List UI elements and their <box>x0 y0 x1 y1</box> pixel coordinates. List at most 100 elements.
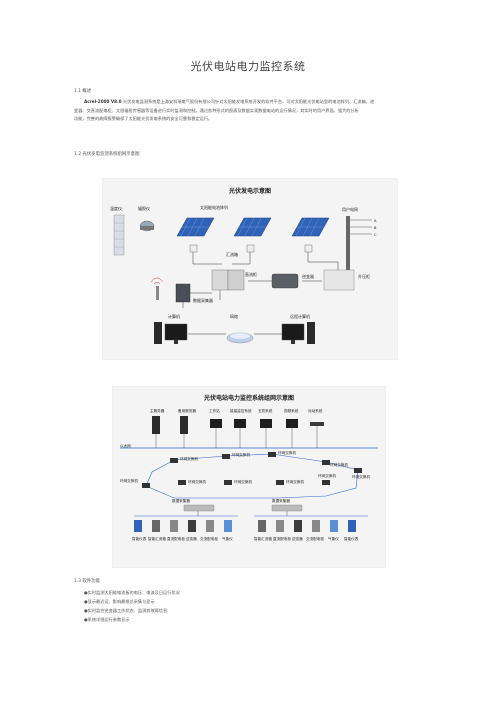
page-title: 光伏电站电力监控系统 <box>190 60 306 73</box>
switch-icon <box>322 480 330 485</box>
radiation-label: 辐照仪 <box>138 205 150 211</box>
panels-label: 太阳能电池阵列 <box>200 204 228 210</box>
monitoring-network-diagram: 光伏电站电力监控系统组网示意图 主服务器 备用服务器 工作站 能量监控系统 五防… <box>112 386 386 568</box>
overview-line-2: 变器、交直流配电柜、太阳辐射传感器等设备进行实时监测和控制。通过各种形式的图表及… <box>74 107 359 113</box>
device-icons-right <box>258 520 356 532</box>
function-item: ●实时监控逆变器工作状态、监测其故障信息 <box>84 608 168 613</box>
svg-text:视频系统: 视频系统 <box>284 408 299 413</box>
combiner-box-icon <box>189 244 198 253</box>
workstation-icon <box>210 419 222 428</box>
workstation-icon <box>260 419 272 428</box>
switch-icon <box>354 468 362 473</box>
overview-line-1: 光伏发电监测系统是上海安科瑞电气股份有限公司针对太阳能发电系统开发的软件平台，可… <box>121 99 375 104</box>
svg-text:环网交换机: 环网交换机 <box>120 478 138 483</box>
solar-panel-icon <box>291 217 330 237</box>
svg-text:数据采集器: 数据采集器 <box>272 498 290 503</box>
svg-text:C: C <box>374 233 377 237</box>
modem-icon <box>310 422 324 426</box>
svg-text:A: A <box>374 219 377 223</box>
router-icon <box>226 332 254 344</box>
server-icon <box>152 416 160 434</box>
combiner-box-icon <box>304 244 313 253</box>
svg-text:交流配电柜: 交流配电柜 <box>306 536 324 541</box>
svg-text:环网交换机: 环网交换机 <box>318 473 336 478</box>
svg-text:环网交换机: 环网交换机 <box>180 456 198 461</box>
svg-text:数据采集器: 数据采集器 <box>172 498 190 503</box>
solar-panel-icon <box>176 217 215 237</box>
computer-label: 计算机 <box>168 313 180 319</box>
function-item: ●系统详细运行参数显示 <box>84 617 130 622</box>
overview-line-3: 功能，完善的故障报警确保了太阳能光伏发电系统的安全可靠和稳定运行。 <box>74 116 213 122</box>
dc-cabinet-icon <box>211 269 245 291</box>
svg-text:环网交换机: 环网交换机 <box>234 479 252 484</box>
svg-text:五防系统: 五防系统 <box>258 408 273 413</box>
svg-text:远动系统: 远动系统 <box>308 408 323 413</box>
svg-text:备用服务器: 备用服务器 <box>178 408 196 413</box>
dc-cabinet-label: 直流柜 <box>245 271 257 277</box>
svg-text:主服务器: 主服务器 <box>150 408 165 413</box>
switch-icon <box>170 458 178 463</box>
svg-text:智能汇流箱: 智能汇流箱 <box>254 536 272 541</box>
switch-icon <box>276 480 284 485</box>
inverter-label: 逆变器 <box>302 273 314 279</box>
switch-icon <box>322 460 330 465</box>
switch-icon <box>268 452 276 457</box>
transformer-icon <box>323 269 355 291</box>
section-heading-functions: 1.3 软件功能 <box>74 579 100 584</box>
svg-text:直流配电柜: 直流配电柜 <box>273 536 291 541</box>
weather-station-icon <box>113 214 125 256</box>
svg-text:智能仪表: 智能仪表 <box>344 536 359 541</box>
switch-icon <box>224 480 232 485</box>
collector-icon <box>271 504 303 512</box>
remote-computer-label: 远程计算机 <box>290 313 310 319</box>
function-item: ●显示最近运、影响最根总采集与显示 <box>84 599 155 604</box>
svg-text:环网交换机: 环网交换机 <box>188 479 206 484</box>
section-heading-overview: 1.1 概述 <box>74 89 92 94</box>
function-item: ●实时监测太阳能电池板的电压、电流及日运行状况 <box>84 590 180 595</box>
svg-text:能量监控系统: 能量监控系统 <box>230 408 252 413</box>
svg-text:逆变器: 逆变器 <box>292 536 303 541</box>
switch-icon <box>142 483 150 488</box>
collector-icon <box>183 504 215 512</box>
inverter-icon <box>271 273 299 289</box>
svg-text:交流配电柜: 交流配电柜 <box>200 536 218 541</box>
grid-pole-icon <box>346 216 350 272</box>
svg-text:环网交换机: 环网交换机 <box>330 462 348 467</box>
svg-text:气象仪: 气象仪 <box>328 536 339 541</box>
svg-text:B: B <box>374 226 377 230</box>
svg-text:环网交换机: 环网交换机 <box>232 452 250 457</box>
fig1-title: 光伏发电示意图 <box>228 187 271 195</box>
svg-text:直流配电柜: 直流配电柜 <box>167 536 185 541</box>
server-icon <box>180 416 188 434</box>
section-heading-diagram: 1.2 光伏发电监测系统组网示意图 <box>74 152 140 157</box>
combiner-box-icon <box>246 244 255 253</box>
svg-text:逆变器: 逆变器 <box>186 536 197 541</box>
svg-text:智能汇流箱: 智能汇流箱 <box>148 536 166 541</box>
remote-computer-icon <box>281 322 315 344</box>
radiation-sensor-icon <box>139 220 155 232</box>
switch-icon <box>178 480 186 485</box>
collector-label: 数据采集器 <box>193 297 213 303</box>
workstation-icon <box>234 419 246 428</box>
svg-text:环网交换机: 环网交换机 <box>278 450 296 455</box>
svg-text:环网交换机: 环网交换机 <box>352 474 370 479</box>
svg-text:气象仪: 气象仪 <box>222 536 233 541</box>
workstation-icon <box>286 419 298 428</box>
svg-text:智能仪表: 智能仪表 <box>132 536 147 541</box>
svg-text:工作站: 工作站 <box>209 408 220 413</box>
product-name: Acrel-2000 V8.0 <box>84 99 122 104</box>
fig2-title: 光伏电站电力监控系统组网示意图 <box>203 394 294 402</box>
switch-icon <box>222 454 230 459</box>
computer-icon <box>154 322 188 344</box>
weather-label: 温度仪 <box>110 205 122 211</box>
solar-panel-icon <box>233 217 272 237</box>
overview-paragraph: Acrel-2000 V8.0 光伏发电监测系统是上海安科瑞电气股份有限公司针对… <box>74 98 424 124</box>
pv-system-diagram: 光伏发电示意图 温度仪 辐照仪 太阳能电池阵列 用户电网 <box>102 178 398 360</box>
svg-text:环网交换机: 环网交换机 <box>286 479 304 484</box>
combiner-label: 汇流箱 <box>226 251 238 257</box>
wireless-icon <box>150 277 164 285</box>
network-label: 网络 <box>230 313 238 319</box>
grid-label: 用户电网 <box>342 206 358 212</box>
ethernet-label: 以太网 <box>120 443 131 448</box>
